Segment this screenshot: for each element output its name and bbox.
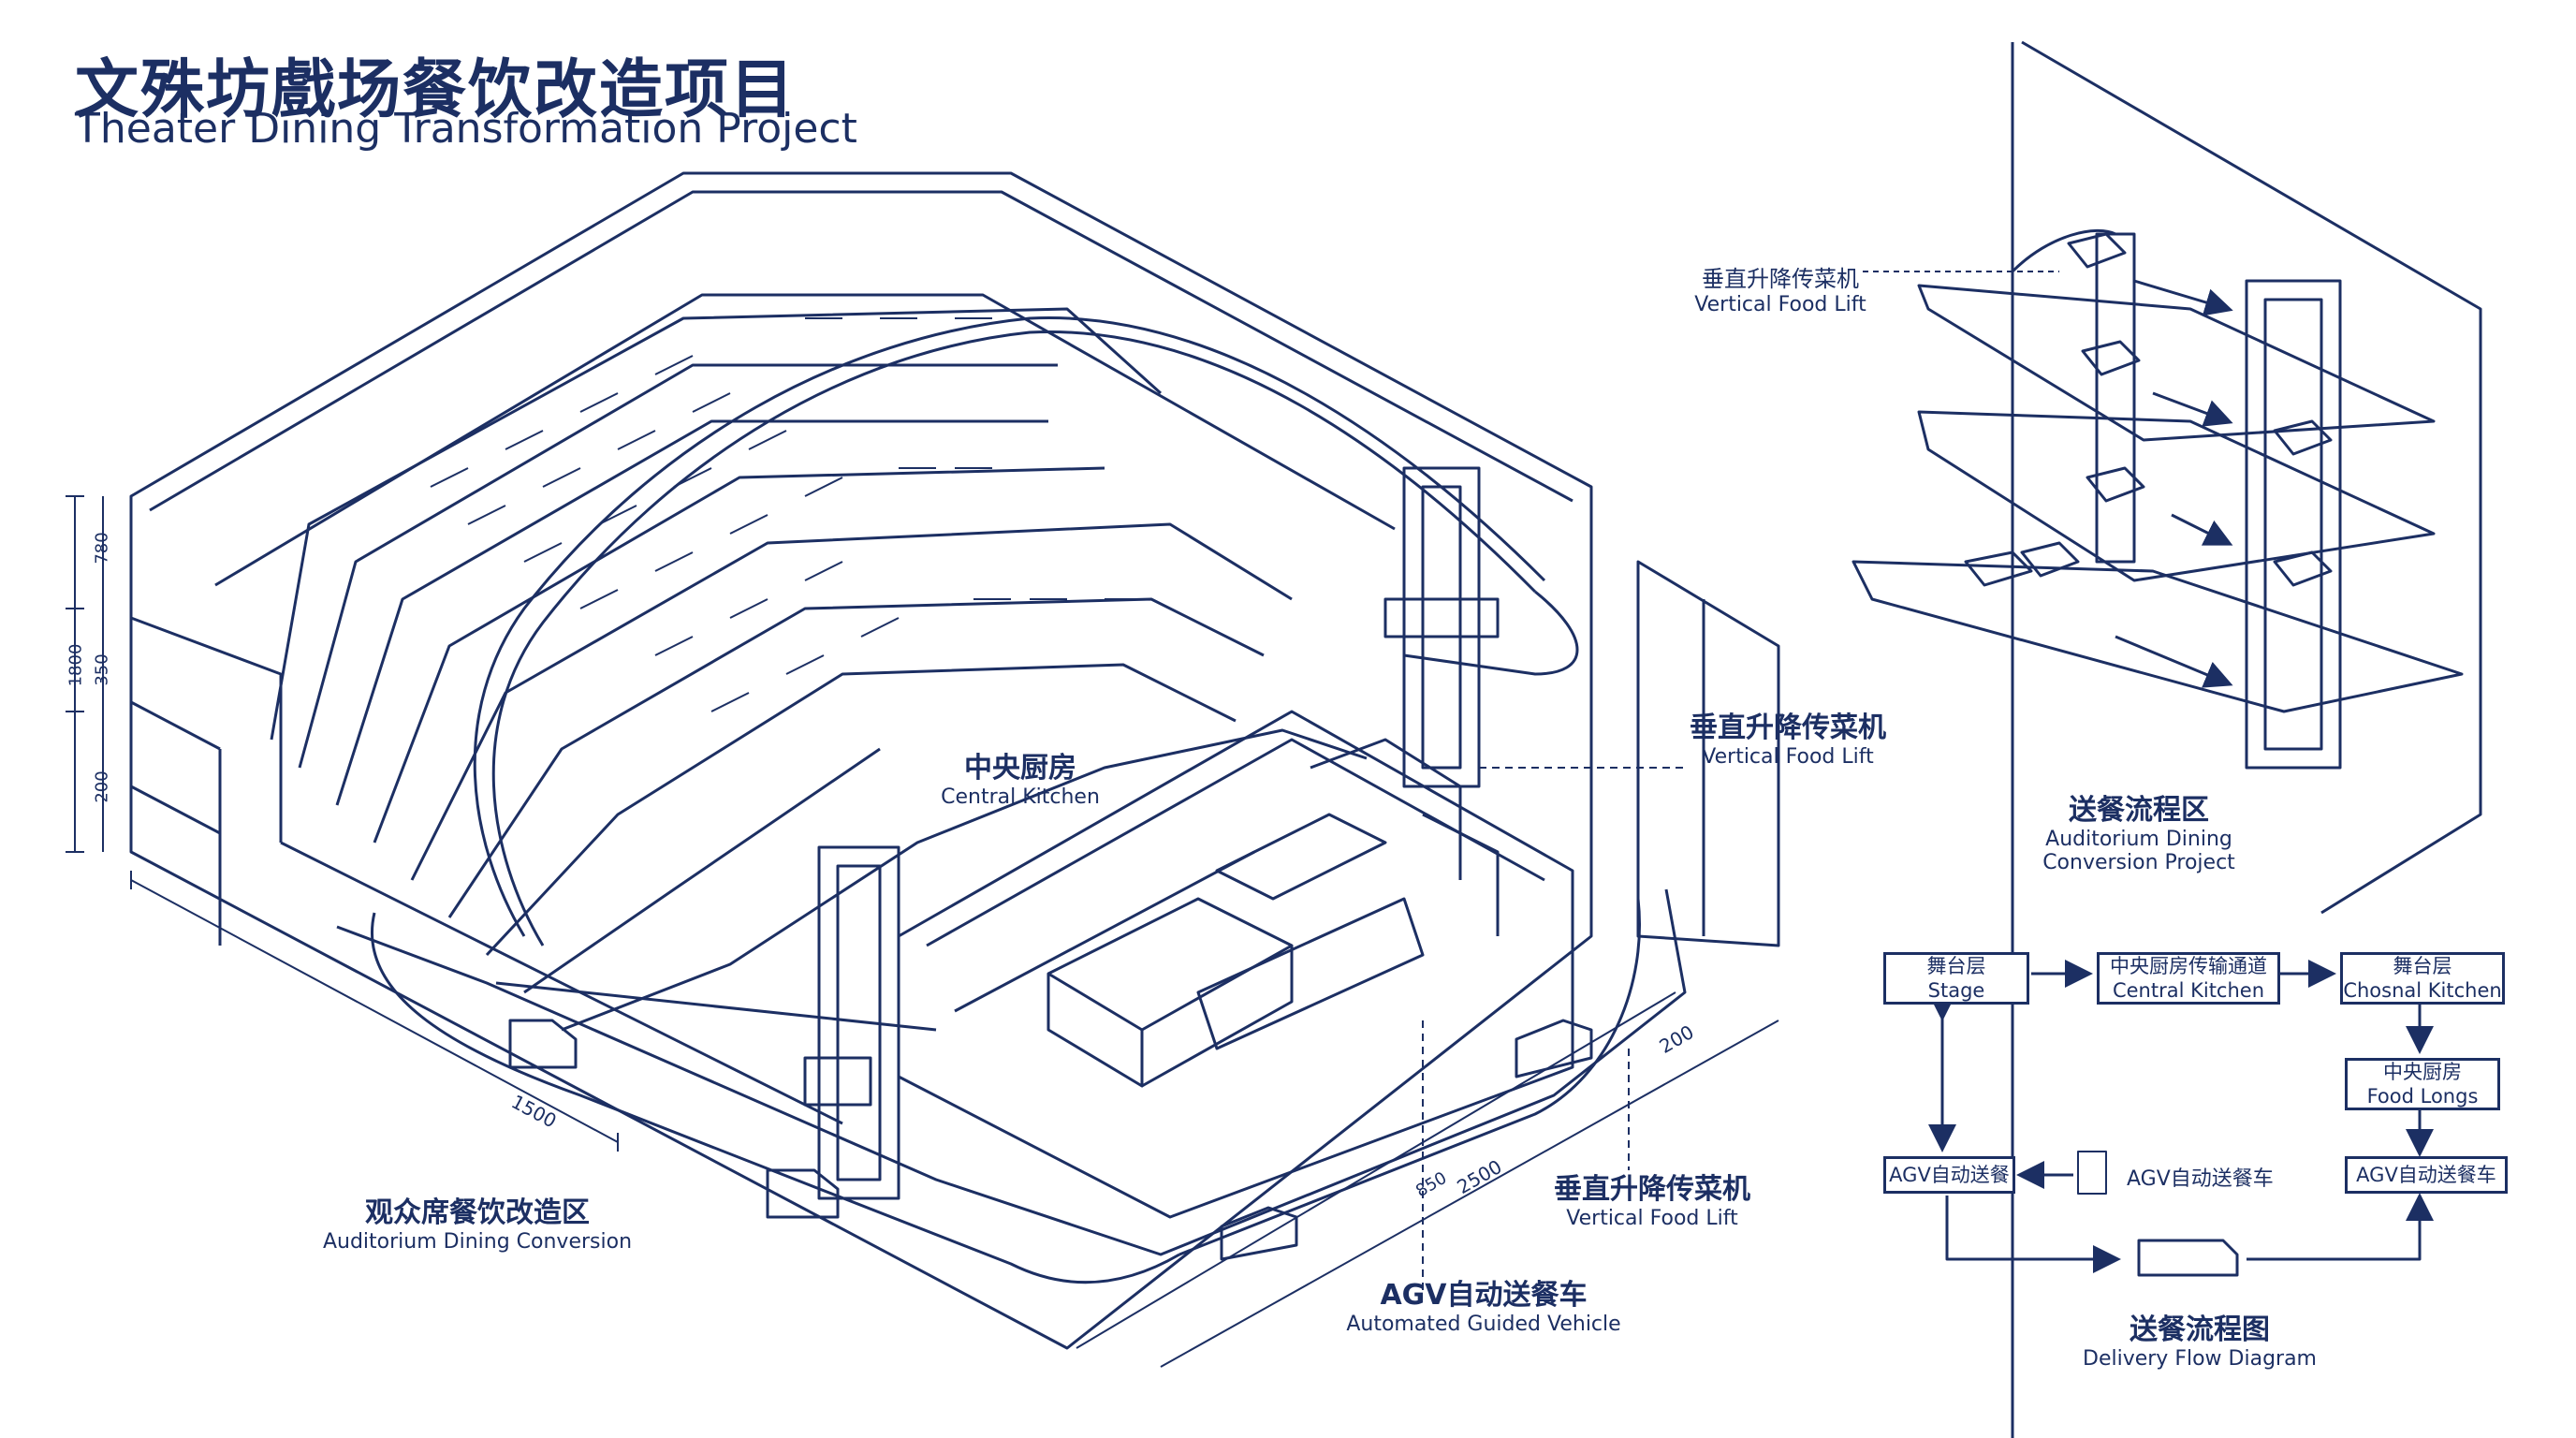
flow-box-agv-left: AGV自动送餐 [1883, 1156, 2015, 1194]
flow-box-agv-right: AGV自动送餐车 [2345, 1156, 2508, 1194]
flow-connectors [1928, 960, 2434, 1277]
flow-box-chosnal-kitchen: 舞台层 Chosnal Kitchen [2340, 952, 2505, 1005]
dim-350: 350 [92, 653, 112, 686]
label-lift-top-right: 垂直升降传菜机 Vertical Food Lift [1694, 266, 1866, 316]
agv-rail-track [473, 316, 1579, 1032]
dim-1800: 1800 [66, 643, 86, 687]
exploded-lift-diagram [1852, 40, 2482, 1438]
label-lift-center: 垂直升降传菜机 Vertical Food Lift [1690, 712, 1886, 769]
label-agv: AGV自动送餐车 Automated Guided Vehicle [1346, 1279, 1621, 1336]
label-delivery-zone: 送餐流程区 Auditorium Dining Conversion Proje… [2042, 794, 2235, 874]
dimension-lines [66, 495, 1779, 1368]
page-title: 文殊坊戲场餐饮改造项目 [75, 53, 797, 127]
agv-vehicles [508, 1019, 1593, 1261]
page-subtitle: Theater Dining Transformation Project [75, 105, 857, 153]
kitchen-floor-outline [336, 888, 1687, 1284]
auditorium-seating-tiers [270, 307, 1368, 1032]
building-outer-walls [129, 171, 1780, 1350]
lift-tower-center [1383, 466, 1500, 788]
label-lift-bottom: 垂直升降传菜机 Vertical Food Lift [1554, 1173, 1750, 1230]
dim-780: 780 [92, 532, 112, 565]
label-auditorium: 观众席餐饮改造区 Auditorium Dining Conversion [322, 1196, 633, 1254]
flow-label-agv-mid: AGV自动送餐车 [2127, 1167, 2274, 1191]
label-central-kitchen: 中央厨房 Central Kitchen [941, 752, 1100, 809]
seat-rows [430, 317, 1142, 712]
dim-200-left: 200 [92, 770, 112, 803]
flow-caption: 送餐流程图 Delivery Flow Diagram [2083, 1313, 2317, 1371]
flow-box-stage: 舞台层 Stage [1883, 952, 2029, 1005]
flow-box-food-longs: 中央厨房 Food Longs [2345, 1058, 2500, 1110]
flow-box-central-kitchen: 中央厨房传输通道 Central Kitchen [2097, 952, 2280, 1005]
lift-tower-front [803, 845, 900, 1200]
